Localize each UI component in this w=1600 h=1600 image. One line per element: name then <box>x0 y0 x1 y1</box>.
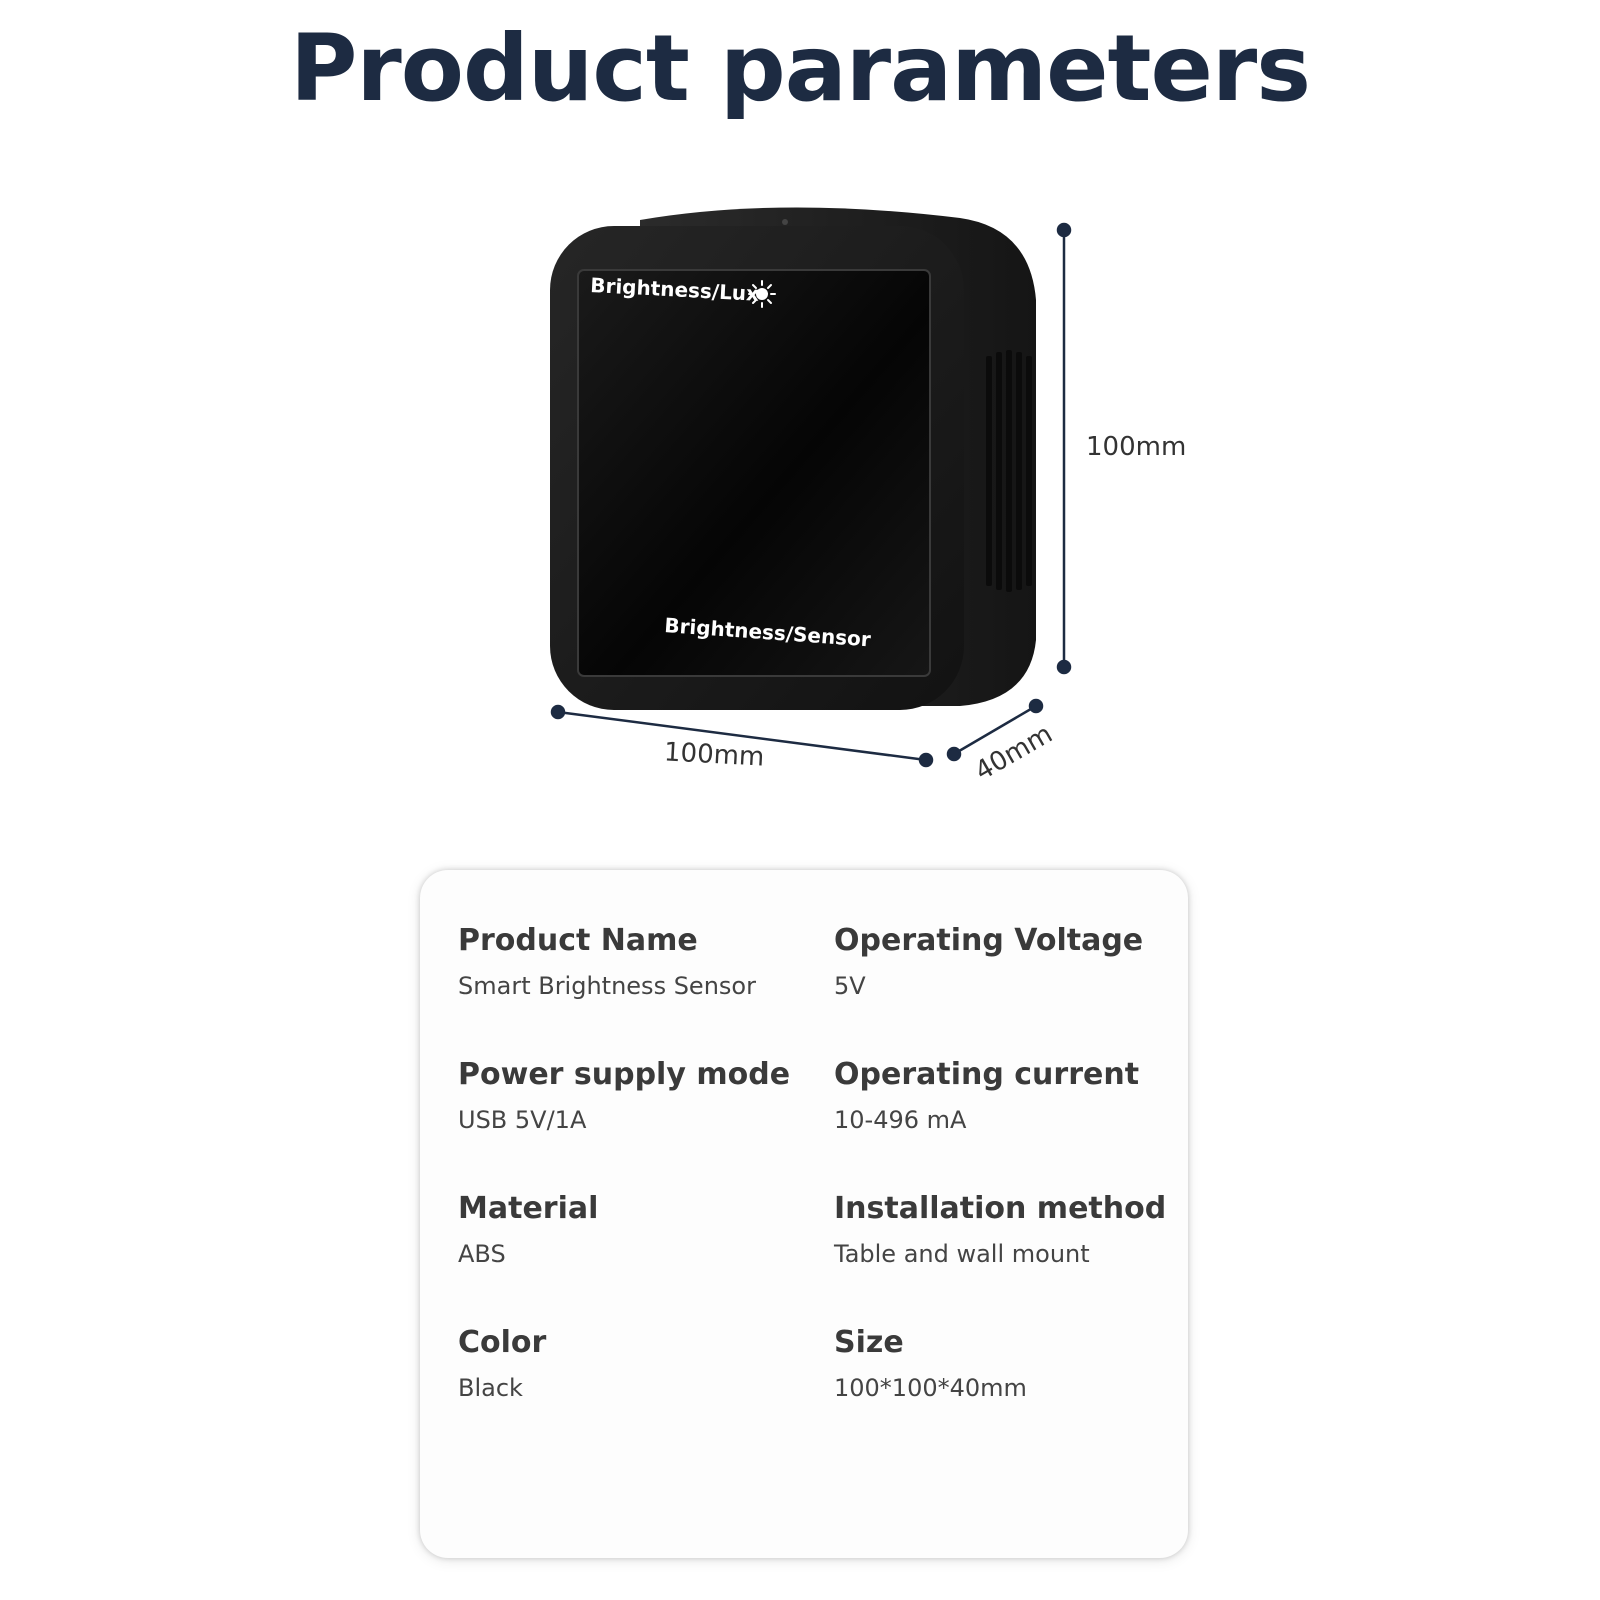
spec-material: Material ABS <box>458 1192 834 1326</box>
side-vents <box>986 350 1032 592</box>
spec-card: Product Name Smart Brightness Sensor Ope… <box>420 870 1188 1558</box>
spec-color: Color Black <box>458 1326 834 1460</box>
page-title: Product parameters <box>289 15 1311 122</box>
spec-label: Material <box>458 1191 599 1226</box>
spec-label: Installation method <box>834 1191 1167 1226</box>
height-dimension-label: 100mm <box>1086 432 1187 462</box>
spec-label: Power supply mode <box>458 1057 791 1092</box>
product-illustration: Brightness/Lux Brightness/Sensor <box>550 207 1072 768</box>
spec-operating-current: Operating current 10-496 mA <box>834 1058 1158 1192</box>
spec-value: Black <box>458 1374 523 1402</box>
width-dimension-label: 100mm <box>663 737 765 773</box>
depth-dimension-line <box>953 704 1037 756</box>
spec-power-supply-mode: Power supply mode USB 5V/1A <box>458 1058 834 1192</box>
spec-size: Size 100*100*40mm <box>834 1326 1158 1460</box>
spec-label: Operating current <box>834 1057 1140 1092</box>
spec-operating-voltage: Operating Voltage 5V <box>834 924 1158 1058</box>
spec-value: Table and wall mount <box>834 1240 1090 1268</box>
device-screen <box>577 269 931 677</box>
sensor-dot <box>782 219 788 225</box>
spec-value: USB 5V/1A <box>458 1106 587 1134</box>
width-dimension-line <box>557 710 927 762</box>
spec-installation-method: Installation method Table and wall mount <box>834 1191 1167 1326</box>
dimension-lines <box>550 222 1072 768</box>
device-body <box>550 207 1036 710</box>
spec-value: 100*100*40mm <box>834 1374 1027 1402</box>
spec-product-name: Product Name Smart Brightness Sensor <box>458 924 834 1058</box>
spec-label: Size <box>834 1325 904 1360</box>
spec-value: ABS <box>458 1240 506 1268</box>
sun-icon <box>748 280 776 308</box>
spec-label: Color <box>458 1325 547 1360</box>
spec-value: 10-496 mA <box>834 1106 967 1134</box>
spec-grid: Product Name Smart Brightness Sensor Ope… <box>458 924 1167 1460</box>
spec-label: Product Name <box>458 923 698 958</box>
spec-value: 5V <box>834 972 866 1000</box>
spec-value: Smart Brightness Sensor <box>458 972 756 1000</box>
spec-label: Operating Voltage <box>834 923 1144 958</box>
